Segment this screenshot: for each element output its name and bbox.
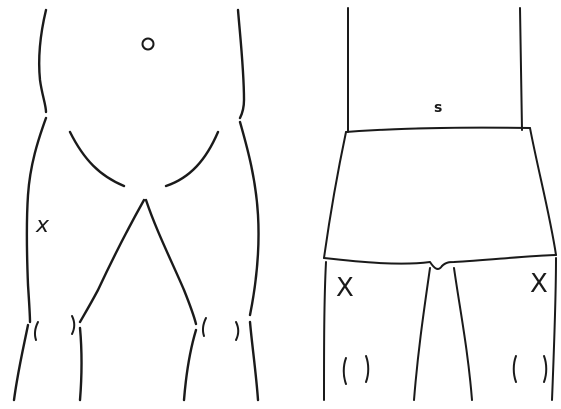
right-panel-torso-s-mark: s — [434, 100, 442, 116]
navel-circle — [143, 39, 154, 50]
right-panel-knee-mark-3 — [514, 356, 516, 382]
left-knee-mark-1 — [35, 322, 38, 340]
right-torso-outline — [238, 10, 244, 118]
right-inner-thigh — [146, 200, 196, 324]
right-panel-inner-leg-right — [454, 268, 472, 400]
left-groin-crease — [70, 132, 124, 186]
left-lower-leg-outer — [14, 325, 28, 400]
right-knee-mark-1 — [203, 318, 206, 336]
right-hip-outline — [240, 122, 259, 315]
shorts-left-side — [324, 132, 346, 258]
right-panel-inner-leg-left — [414, 268, 430, 400]
shorts-hem-right — [442, 255, 556, 266]
right-panel-left-thigh-x-mark: X — [336, 273, 354, 303]
right-panel-outer-leg-left — [324, 262, 326, 400]
right-panel-torso-right — [520, 8, 522, 130]
right-panel-knee-mark-2 — [366, 356, 368, 382]
shorts-right-side — [530, 128, 556, 255]
left-knee-mark-2 — [72, 316, 74, 334]
left-inner-thigh — [80, 200, 144, 322]
right-panel-knee-mark-4 — [544, 356, 546, 382]
left-panel: x — [14, 10, 259, 400]
left-panel-x-mark: x — [35, 213, 50, 238]
shorts-hem-left — [324, 258, 442, 269]
right-groin-crease — [166, 132, 218, 186]
shorts-waistband — [346, 128, 530, 132]
right-panel: s X X — [324, 8, 556, 400]
right-lower-leg-inner — [184, 330, 196, 400]
left-torso-outline — [39, 10, 46, 112]
right-lower-leg-outer — [250, 322, 258, 400]
right-panel-knee-mark-1 — [344, 358, 346, 384]
left-lower-leg-inner — [80, 328, 82, 400]
right-panel-right-thigh-x-mark: X — [530, 269, 548, 299]
right-panel-outer-leg-right — [552, 258, 556, 400]
right-knee-mark-2 — [236, 322, 238, 340]
